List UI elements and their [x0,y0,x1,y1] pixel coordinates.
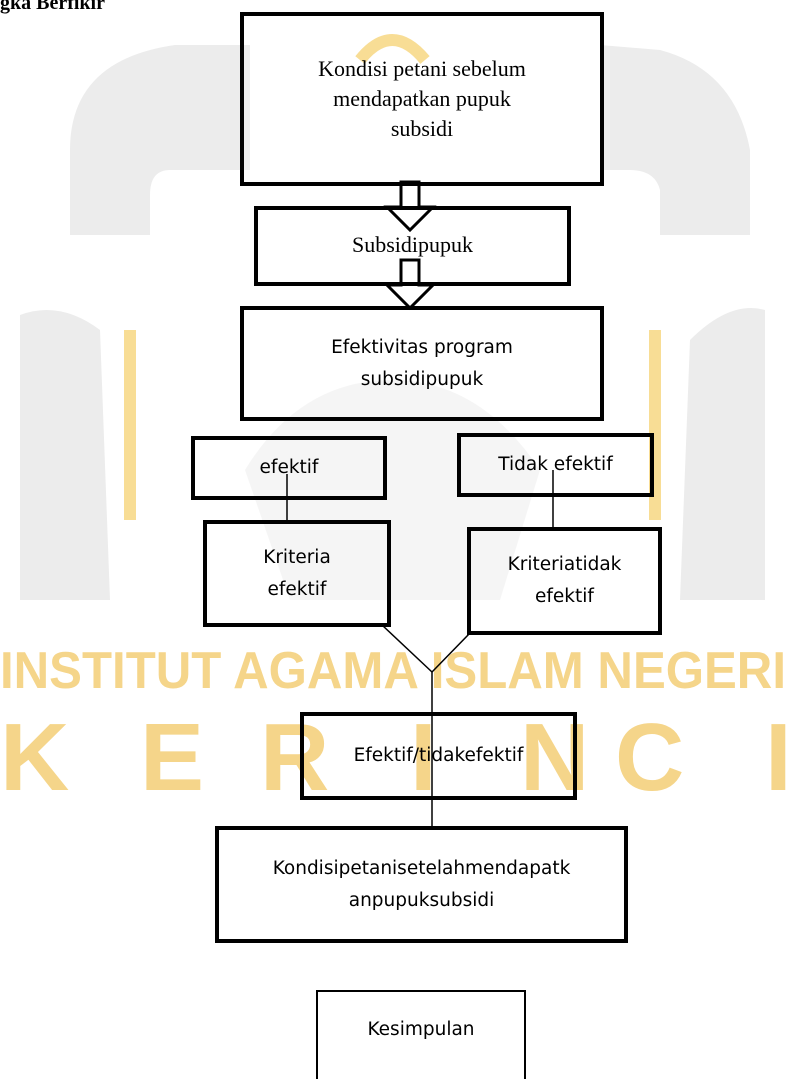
section-heading: gka Berfikir [0,0,105,14]
node-kriteria-tidak-efektif: Kriteriatidak efektif [467,527,662,635]
node-efektif-tidak: Efektif/tidakefektif [300,712,577,800]
node-efektif: efektif [191,436,387,500]
connector-left-merge [381,624,433,673]
node-kondisi-setelah-label: Kondisipetanisetelahmendapatk anpupuksub… [272,857,571,911]
watermark-logo-gold [124,34,661,520]
watermark-letter: R [260,704,329,811]
node-kriteria-tidak-efektif-label: Kriteriatidak efektif [507,554,622,607]
node-tidak-efektif: Tidak efektif [457,433,654,497]
node-subsidi-pupuk: Subsidipupuk [254,206,571,286]
connector-right-merge [431,632,471,673]
node-kriteria-efektif: Kriteria efektif [203,520,391,627]
node-efektivitas-label: Efektivitas program subsidipupuk [331,336,513,390]
watermark-letter: E [140,704,204,811]
watermark-line1: INSTITUT AGAMA ISLAM NEGERI [0,642,786,700]
node-kondisi-sebelum: Kondisi petani sebelum mendapatkan pupuk… [240,12,604,186]
watermark-letter: I [765,704,786,811]
watermark-logo-shapes [20,45,765,600]
node-efektif-label: efektif [259,457,319,478]
node-kriteria-efektif-label: Kriteria efektif [263,546,331,600]
watermark-line2: K E R I N C I [0,704,786,811]
node-kesimpulan-label: Kesimpulan [367,1019,475,1040]
watermark-letter: C [615,704,684,811]
node-efektivitas: Efektivitas program subsidipupuk [240,306,604,421]
node-subsidi-pupuk-label: Subsidipupuk [351,232,474,257]
node-tidak-efektif-label: Tidak efektif [498,454,613,475]
node-efektif-tidak-label: Efektif/tidakefektif [353,745,524,766]
watermark-letter: K [0,704,69,811]
node-kondisi-sebelum-label: Kondisi petani sebelum mendapatkan pupuk… [318,56,526,141]
watermark-letter: N [520,704,589,811]
node-kondisi-setelah: Kondisipetanisetelahmendapatk anpupuksub… [215,826,628,943]
node-kesimpulan: Kesimpulan [316,990,526,1079]
